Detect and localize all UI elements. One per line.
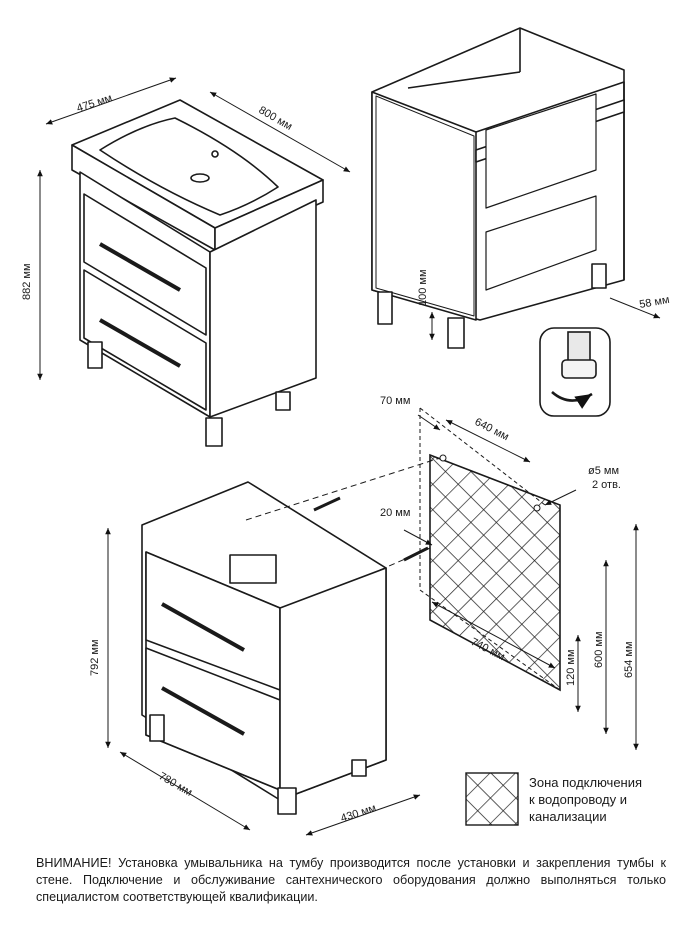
legend-label: Зона подключения к водопроводу и канализ… (529, 774, 699, 825)
dim-hole-spacing: 640 мм (473, 416, 511, 443)
dim-zone-top: 600 мм (593, 631, 605, 668)
dim-top-depth: 475 мм (75, 92, 113, 115)
cabinet-frame (371, 27, 625, 349)
dim-top-width: 800 мм (257, 104, 295, 133)
dim-leg-height: 100 мм (417, 269, 429, 306)
drawer-handle (161, 602, 245, 652)
legend-line-3: канализации (529, 809, 607, 824)
dim-hole-edge: 70 мм (380, 395, 410, 407)
dim-cab-height: 792 мм (89, 639, 101, 676)
dim-cab-width: 780 мм (157, 770, 195, 799)
installation-warning: ВНИМАНИЕ! Установка умывальника на тумбу… (36, 856, 666, 904)
dim-hole-height: 654 мм (623, 641, 635, 678)
drawer-handle (161, 686, 245, 736)
dim-hole-diameter: ø5 мм (588, 465, 619, 477)
dimension-lines (37, 77, 661, 836)
dim-total-height: 882 мм (21, 263, 33, 300)
legend: Зона подключения к водопроводу и канализ… (465, 772, 695, 827)
dim-zone-offset: 20 мм (380, 507, 410, 519)
dim-hole-count: 2 отв. (592, 479, 621, 491)
legend-line-1: Зона подключения (529, 775, 643, 790)
drawer-handle (99, 318, 181, 368)
drawer-upper-front (83, 193, 207, 336)
cabinet-mounting (141, 457, 441, 815)
legend-hatch-swatch (465, 772, 519, 826)
dim-cab-depth: 430 мм (339, 802, 377, 825)
dim-zone-floor: 120 мм (565, 649, 577, 686)
rotate-arrow-icon (551, 391, 593, 409)
leveling-foot-detail (539, 327, 611, 417)
legend-line-2: к водопроводу и (529, 792, 627, 807)
dim-leg-offset: 58 мм (638, 294, 670, 311)
screw (313, 496, 341, 512)
drawer-handle (99, 242, 181, 292)
drawer-lower-front (83, 269, 207, 411)
cabinet-with-sink (71, 99, 324, 447)
